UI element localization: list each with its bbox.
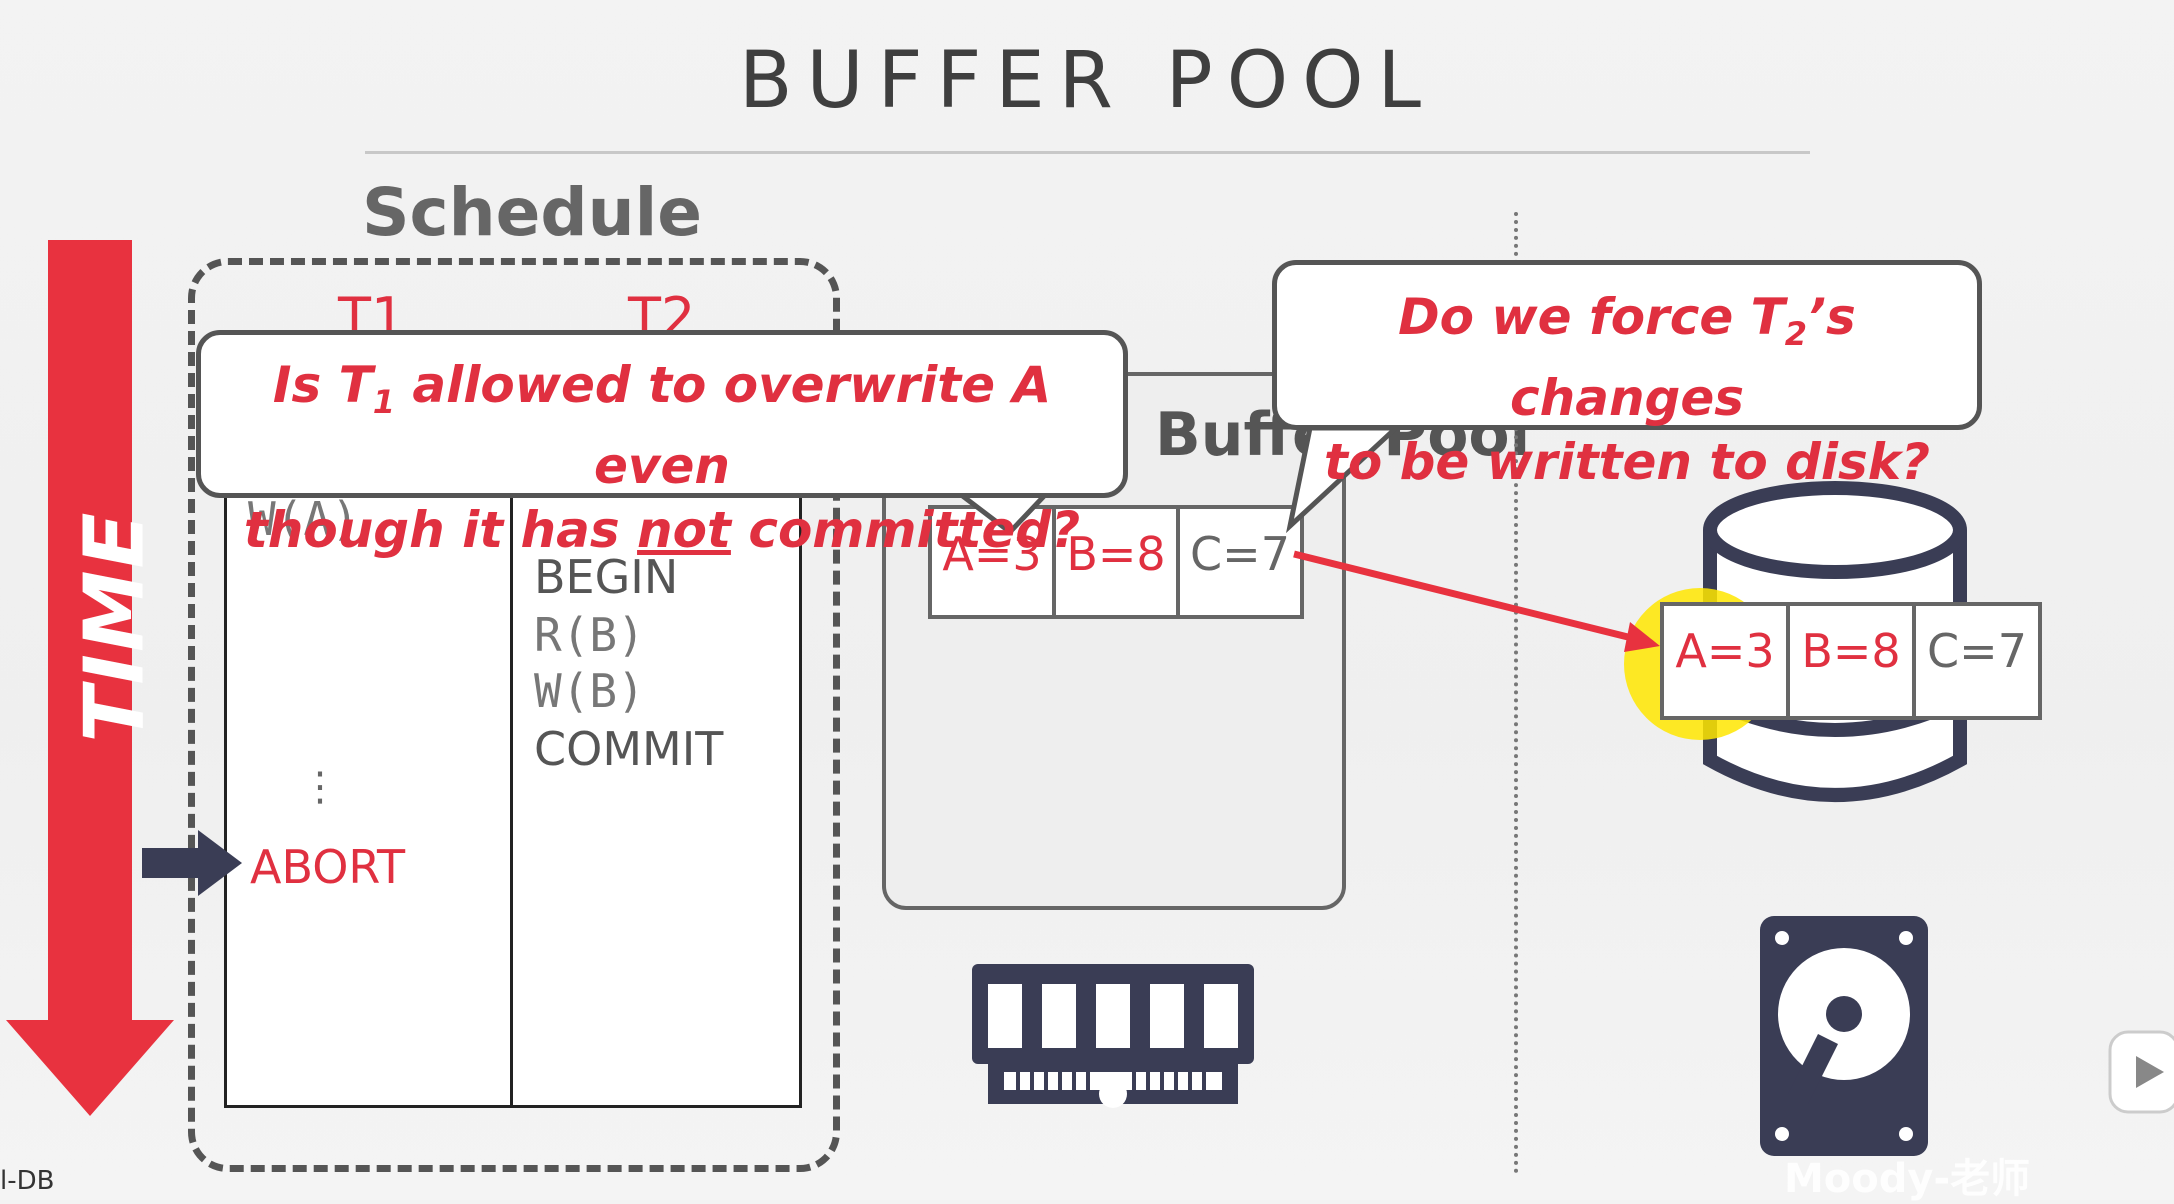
page-title: BUFFER POOL bbox=[739, 36, 1435, 126]
memory-disk-separator bbox=[1514, 212, 1518, 1174]
t2-op-commit: COMMIT bbox=[534, 722, 724, 776]
corner-logo-text: l-DB bbox=[0, 1166, 55, 1196]
flush-arrow-icon bbox=[1293, 550, 1660, 652]
disk-page-c: C=7 bbox=[1927, 624, 2027, 678]
schedule-table bbox=[224, 390, 802, 1108]
time-arrow-icon bbox=[6, 240, 174, 1116]
ram-icon bbox=[972, 964, 1254, 1108]
schedule-label: Schedule bbox=[362, 174, 703, 251]
callout-right-line1: Do we force T2’s changes bbox=[1398, 288, 1856, 427]
t2-op-read-b: R(B) bbox=[534, 608, 645, 662]
time-label: TIME bbox=[67, 510, 163, 743]
disk-page-a: A=3 bbox=[1664, 606, 1790, 716]
callout-left-line2: though it has not committed? bbox=[243, 501, 1081, 559]
t1-op-abort: ABORT bbox=[250, 840, 406, 894]
disk-pages: A=3 B=8 C=7 bbox=[1660, 602, 2042, 720]
buffer-page-b: B=8 bbox=[1056, 509, 1180, 615]
watermark: Moody-老师 bbox=[1784, 1156, 2031, 1202]
hard-drive-icon bbox=[1760, 916, 1928, 1156]
callout-left-line1: Is T1 allowed to overwrite A even bbox=[272, 356, 1052, 495]
buffer-page-c: C=7 bbox=[1190, 527, 1290, 581]
ellipsis-dots: ⋮ bbox=[300, 764, 340, 810]
buffer-page-a: A=3 bbox=[932, 509, 1056, 615]
callout-force-question: Do we force T2’s changes to be written t… bbox=[1272, 260, 1982, 491]
t1-op-write-a: W(A) bbox=[248, 492, 359, 546]
callout-overwrite-question: Is T1 allowed to overwrite A even though… bbox=[196, 330, 1128, 559]
title-divider bbox=[365, 151, 1810, 154]
arrow-right-icon bbox=[142, 830, 242, 896]
callout-right-line2: to be written to disk? bbox=[1323, 433, 1931, 491]
t2-op-write-b: W(B) bbox=[534, 664, 645, 718]
schedule-column-divider bbox=[510, 390, 513, 1108]
disk-page-b: B=8 bbox=[1790, 606, 1916, 716]
play-icon[interactable] bbox=[2108, 1012, 2174, 1126]
t2-op-begin: BEGIN bbox=[534, 550, 679, 604]
schedule-box bbox=[188, 258, 840, 1172]
